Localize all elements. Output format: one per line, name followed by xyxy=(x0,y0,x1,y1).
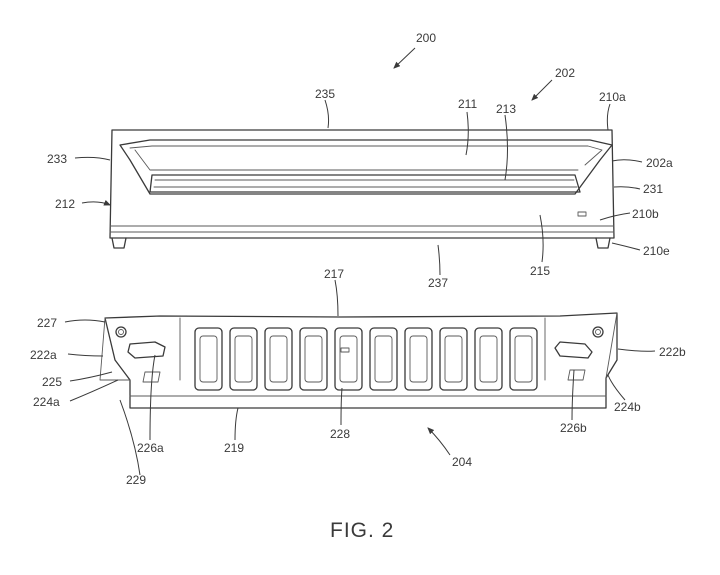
label-219: 219 xyxy=(224,441,244,455)
lower-panel-204 xyxy=(100,313,617,408)
label-212: 212 xyxy=(55,197,75,211)
label-217: 217 xyxy=(324,267,344,281)
label-202: 202 xyxy=(555,66,575,80)
label-225: 225 xyxy=(42,375,62,389)
label-200: 200 xyxy=(416,31,436,45)
label-227: 227 xyxy=(37,316,57,330)
upper-panel-202 xyxy=(110,130,614,248)
label-226a: 226a xyxy=(137,441,164,455)
label-224a: 224a xyxy=(33,395,60,409)
label-204: 204 xyxy=(452,455,472,469)
label-226b: 226b xyxy=(560,421,587,435)
label-233: 233 xyxy=(47,152,67,166)
label-202a: 202a xyxy=(646,156,673,170)
leader-lines xyxy=(65,48,655,475)
label-222a: 222a xyxy=(30,348,57,362)
label-210e: 210e xyxy=(643,244,670,258)
reference-labels: 200 202 235 211 213 210a 233 202a 231 21… xyxy=(30,31,686,487)
label-210b: 210b xyxy=(632,207,659,221)
label-224b: 224b xyxy=(614,400,641,414)
label-235: 235 xyxy=(315,87,335,101)
label-215: 215 xyxy=(530,264,550,278)
figure-caption: FIG. 2 xyxy=(330,519,394,542)
label-210a: 210a xyxy=(599,90,626,104)
label-213: 213 xyxy=(496,102,516,116)
label-222b: 222b xyxy=(659,345,686,359)
label-237: 237 xyxy=(428,276,448,290)
label-231: 231 xyxy=(643,182,663,196)
label-229: 229 xyxy=(126,473,146,487)
label-228: 228 xyxy=(330,427,350,441)
label-211: 211 xyxy=(458,97,477,111)
